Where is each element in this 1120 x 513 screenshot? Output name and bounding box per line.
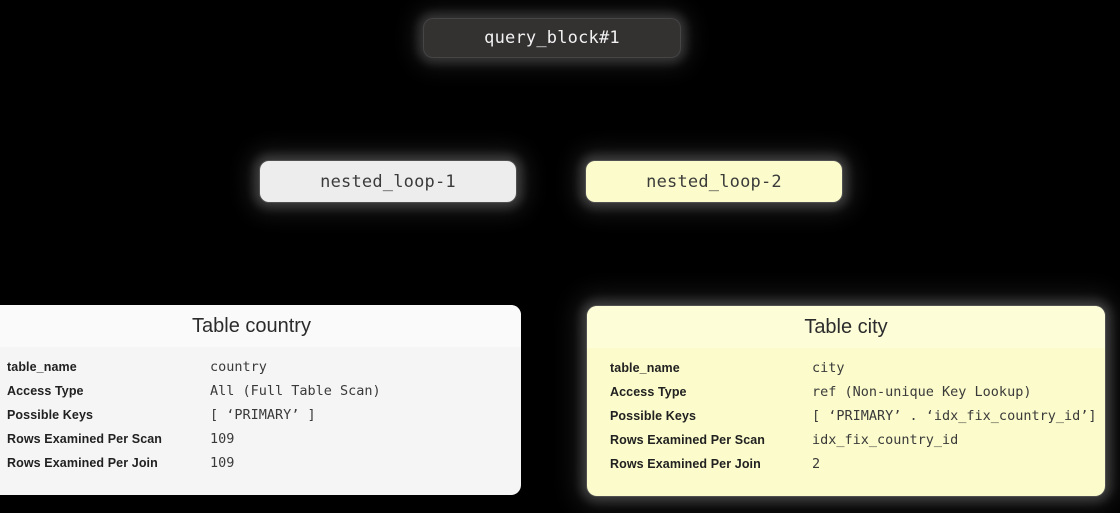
row-value: country bbox=[210, 359, 267, 375]
table-row: Rows Examined Per Scan 109 bbox=[0, 431, 521, 455]
row-label: table_name bbox=[610, 361, 680, 375]
table-row: Possible Keys [ ‘PRIMARY’ ] bbox=[0, 407, 521, 431]
row-label: Access Type bbox=[7, 384, 84, 398]
row-label: Rows Examined Per Join bbox=[610, 457, 761, 471]
table-row: Access Type ref (Non-unique Key Lookup) bbox=[587, 384, 1105, 408]
row-label: Rows Examined Per Scan bbox=[610, 433, 766, 447]
node-nested-loop-1[interactable]: nested_loop-1 bbox=[260, 161, 516, 202]
table-row: Rows Examined Per Scan idx_fix_country_i… bbox=[587, 432, 1105, 456]
row-value: ref (Non-unique Key Lookup) bbox=[812, 384, 1032, 400]
table-row: Access Type All (Full Table Scan) bbox=[0, 383, 521, 407]
row-label: Possible Keys bbox=[7, 408, 94, 422]
node-nested-loop-1-label: nested_loop-1 bbox=[320, 171, 456, 192]
row-value: 109 bbox=[210, 455, 235, 471]
panel-table-country-body: table_name country Access Type All (Full… bbox=[0, 347, 521, 495]
node-query-block[interactable]: query_block#1 bbox=[424, 19, 680, 57]
node-query-block-label: query_block#1 bbox=[484, 28, 620, 48]
node-nested-loop-2-label: nested_loop-2 bbox=[646, 171, 782, 192]
panel-table-city-body: table_name city Access Type ref (Non-uni… bbox=[587, 348, 1105, 496]
panel-table-city-title: Table city bbox=[587, 306, 1105, 348]
row-value: [ ‘PRIMARY’ . ‘idx_fix_country_id’] bbox=[812, 408, 1097, 424]
table-row: table_name city bbox=[587, 360, 1105, 384]
table-row: Rows Examined Per Join 2 bbox=[587, 456, 1105, 480]
row-value: All (Full Table Scan) bbox=[210, 383, 381, 399]
row-label: Rows Examined Per Scan bbox=[7, 432, 163, 446]
row-value: idx_fix_country_id bbox=[812, 432, 959, 448]
panel-table-country-title: Table country bbox=[0, 305, 521, 347]
table-row: Possible Keys [ ‘PRIMARY’ . ‘idx_fix_cou… bbox=[587, 408, 1105, 432]
table-row: Rows Examined Per Join 109 bbox=[0, 455, 521, 479]
row-label: Rows Examined Per Join bbox=[7, 456, 158, 470]
table-row: table_name country bbox=[0, 359, 521, 383]
row-label: Access Type bbox=[610, 385, 687, 399]
row-value: 2 bbox=[812, 456, 821, 472]
row-label: Possible Keys bbox=[610, 409, 697, 423]
row-value: [ ‘PRIMARY’ ] bbox=[210, 407, 316, 423]
panel-table-country[interactable]: Table country table_name country Access … bbox=[0, 305, 521, 495]
panel-table-city[interactable]: Table city table_name city Access Type r… bbox=[587, 306, 1105, 496]
row-value: city bbox=[812, 360, 845, 376]
row-label: table_name bbox=[7, 360, 77, 374]
row-value: 109 bbox=[210, 431, 235, 447]
node-nested-loop-2[interactable]: nested_loop-2 bbox=[586, 161, 842, 202]
